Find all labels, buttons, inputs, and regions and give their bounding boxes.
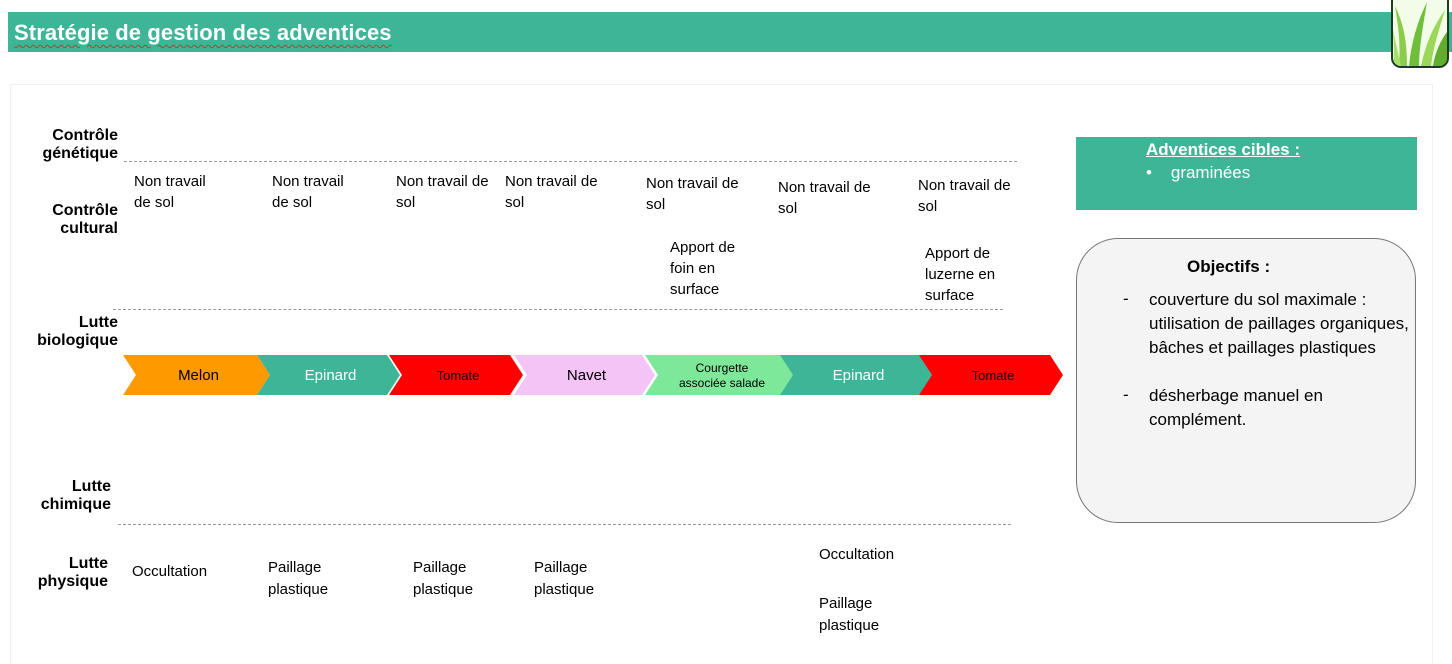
crop-label: Epinard bbox=[833, 367, 885, 384]
list-dash: - bbox=[1123, 289, 1129, 308]
row-label-physique: Lutte physique bbox=[37, 555, 108, 590]
crop-label: Tomate bbox=[437, 368, 480, 383]
target-weeds-heading: Adventices cibles : bbox=[1146, 140, 1301, 159]
crop-chevron bbox=[123, 355, 270, 395]
physique-cell: Paillage plastique bbox=[819, 595, 880, 634]
objectives-heading: Objectifs : bbox=[1187, 257, 1271, 276]
crop-chevron bbox=[389, 355, 523, 395]
target-weeds-item: • graminées bbox=[1146, 163, 1251, 182]
row-label-genetique: Contrôle génétique bbox=[42, 127, 118, 162]
physique-cell: Paillage plastique bbox=[268, 559, 329, 598]
separator-line bbox=[113, 309, 1003, 310]
list-dash: - bbox=[1123, 385, 1129, 404]
row-label-cultural: Contrôle cultural bbox=[52, 202, 118, 237]
row-label-biologique: Lutte biologique bbox=[37, 314, 118, 349]
crop-chevron bbox=[919, 355, 1063, 395]
cultural-cell: Apport de foin en surface bbox=[670, 239, 736, 298]
physique-cell: Paillage plastique bbox=[534, 559, 595, 598]
cultural-cell: Non travail de sol bbox=[505, 173, 598, 211]
cultural-cell: Non travail de sol bbox=[396, 173, 489, 211]
separator-line bbox=[118, 524, 1011, 525]
cultural-cell: Non travail de sol bbox=[778, 179, 871, 217]
crop-chevron bbox=[645, 355, 795, 395]
cultural-cell: Non travail de sol bbox=[272, 173, 344, 211]
cultural-cell: Non travail de sol bbox=[918, 177, 1011, 215]
title-bar: Stratégie de gestion des adventices bbox=[8, 12, 1452, 52]
physique-cell: Occultation bbox=[819, 546, 895, 563]
cultural-cell: Apport de luzerne en surface bbox=[925, 245, 996, 304]
objectives-box: Objectifs : - couverture du sol maximale… bbox=[1076, 238, 1416, 523]
objective-item: désherbage manuel en complément. bbox=[1149, 386, 1323, 429]
crop-label: Melon bbox=[178, 367, 219, 384]
physique-cell: Occultation bbox=[132, 563, 208, 580]
cultural-cell: Non travail de sol bbox=[646, 175, 739, 213]
crop-chevron bbox=[514, 355, 655, 395]
target-weeds-box: Adventices cibles : • graminées bbox=[1076, 137, 1417, 210]
crop-label: Navet bbox=[567, 367, 607, 384]
physique-cell: Paillage plastique bbox=[413, 559, 474, 598]
row-label-chimique: Lutte chimique bbox=[40, 478, 111, 513]
crop-label: Tomate bbox=[972, 368, 1015, 383]
crop-chevron bbox=[257, 355, 400, 395]
separator-line bbox=[124, 161, 1017, 162]
cultural-cell: Non travail de sol bbox=[134, 173, 206, 211]
grass-logo-icon bbox=[1391, 0, 1449, 68]
diagram-panel bbox=[10, 84, 1433, 664]
crop-chevron bbox=[780, 355, 933, 395]
page-title: Stratégie de gestion des adventices bbox=[14, 20, 392, 45]
crop-label: Epinard bbox=[305, 367, 357, 384]
objective-item: couverture du sol maximale : utilisation… bbox=[1149, 290, 1409, 357]
